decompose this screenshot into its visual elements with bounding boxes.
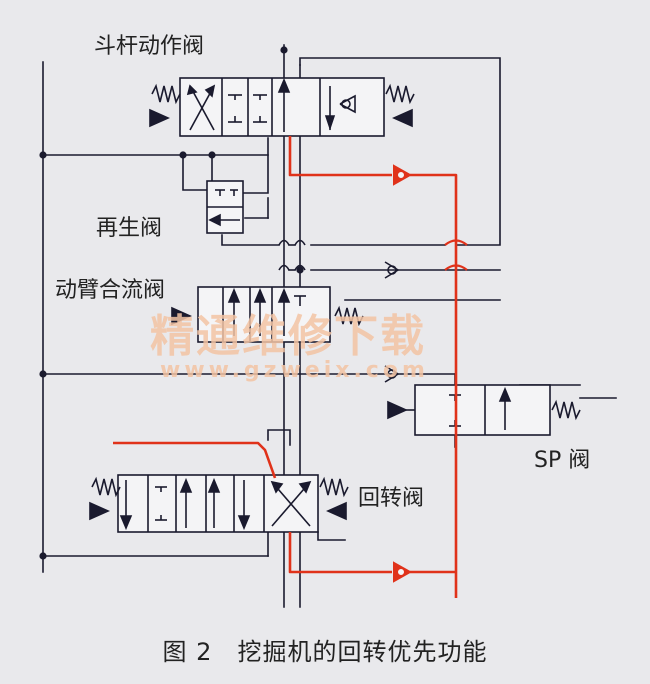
pressure-path-lines xyxy=(113,136,458,598)
figure-caption: 图 2 挖掘机的回转优先功能 xyxy=(162,638,488,666)
sp-valve-label: SP 阀 xyxy=(534,448,591,473)
sp-valve xyxy=(387,384,551,436)
regeneration-valve-label: 再生阀 xyxy=(96,216,163,241)
swing-valve-label: 回转阀 xyxy=(358,486,425,511)
boom-merge-valve-label: 动臂合流阀 xyxy=(55,278,166,303)
bucket-arm-valve-label: 斗杆动作阀 xyxy=(94,34,205,59)
regeneration-valve xyxy=(206,180,244,234)
watermark-text: 精通维修下载 xyxy=(150,311,426,362)
boom-merge-valve xyxy=(171,286,331,343)
swing-valve xyxy=(89,474,347,533)
bucket-arm-valve xyxy=(149,77,413,137)
watermark-url: www.gzweix.com xyxy=(160,358,429,383)
